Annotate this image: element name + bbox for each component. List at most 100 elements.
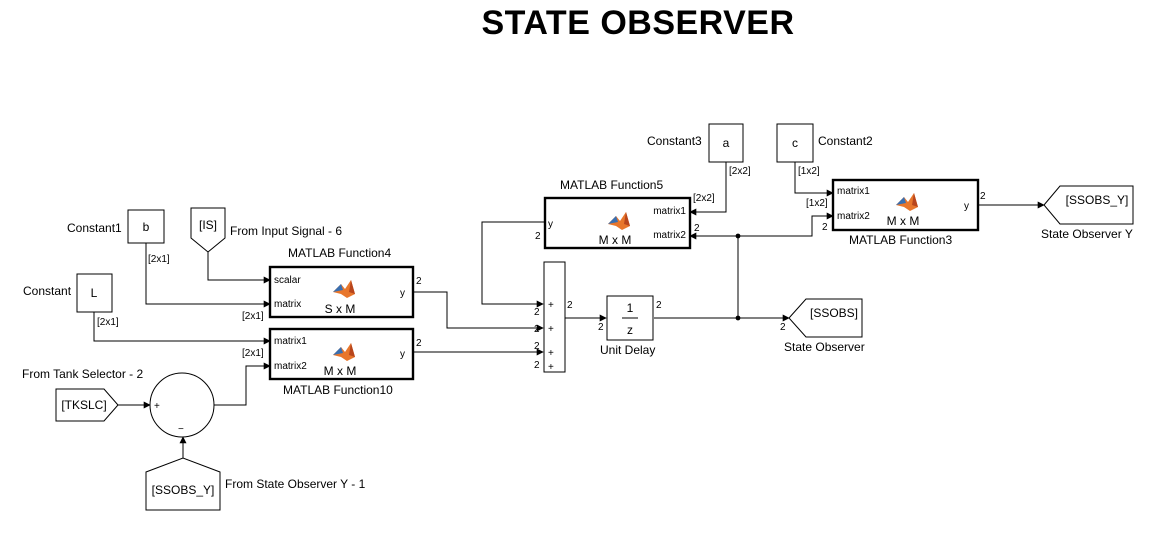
operation-label: S x M [325,302,356,316]
block-name: MATLAB Function4 [288,246,391,260]
wire-mf4-to-sum [413,291,544,332]
port-label: matrix [274,299,301,310]
signal-lines [93,162,1045,458]
constant3-block[interactable]: a Constant3 [647,123,744,163]
block-name: State Observer Y [1041,227,1133,241]
dim-label: 2 [694,223,700,234]
block-name: Constant3 [647,134,702,148]
tag-label: [IS] [199,218,217,232]
delay-numerator: 1 [627,301,634,315]
dim-label: 2 [416,276,422,287]
block-name: MATLAB Function5 [560,178,663,192]
block-name: Constant [23,284,72,298]
sum-top-block[interactable]: + + + + [543,261,566,373]
from-input-signal-block[interactable]: [IS] From Input Signal - 6 [190,207,342,253]
constant-block[interactable]: L Constant [23,273,113,313]
dim-label: 2 [598,322,604,333]
port-label: y [400,349,405,360]
sum-sign: + [548,362,554,373]
wire-mf5-to-sum [481,221,545,308]
wire-constant3-to-mf5 [689,162,727,216]
block-name: Constant1 [67,221,122,235]
constant-value: b [143,220,150,234]
tag-label: [SSOBS] [810,306,858,320]
port-label: y [548,219,553,230]
block-name: Constant2 [818,134,873,148]
operation-label: M x M [887,214,920,228]
constant-value: c [792,136,798,150]
sum-round-block[interactable]: + − [149,372,215,438]
sum-sign: + [548,348,554,359]
dim-label: [1x2] [798,166,820,177]
dim-label: 2 [656,300,662,311]
port-label: matrix1 [837,186,870,197]
port-label: scalar [274,275,301,286]
dim-label: 2 [780,322,786,333]
tag-label: [SSOBS_Y] [152,483,215,497]
port-label: matrix2 [653,230,686,241]
branch-point [735,233,741,239]
goto-state-observer-y-block[interactable]: [SSOBS_Y] State Observer Y [1041,185,1134,241]
from-tank-selector-block[interactable]: [TKSLC] From Tank Selector - 2 [22,367,143,422]
constant1-block[interactable]: b Constant1 [67,209,165,244]
port-label: matrix2 [274,361,307,372]
delay-denominator: z [627,323,633,337]
dim-label: [2x2] [729,166,751,177]
dim-label: 2 [534,324,540,335]
constant-value: a [723,136,730,150]
matlab-function10-block[interactable]: matrix1 matrix2 y M x M MATLAB Function1… [268,327,415,397]
wire-feedback-to-mf3 [738,212,834,237]
port-label: y [964,201,969,212]
wire-feedback-to-mf5 [689,232,739,318]
block-name: State Observer [784,340,865,354]
port-label: matrix2 [837,211,870,222]
tag-label: [SSOBS_Y] [1066,193,1129,207]
block-name: From Tank Selector - 2 [22,367,143,381]
sum-sign: + [548,324,554,335]
port-label: y [400,288,405,299]
signal-dimension-labels: [2x2] [2x2] [1x2] [1x2] 2 2 2 2 2 2 2 2 … [97,166,986,371]
port-label: matrix1 [274,336,307,347]
page-title: STATE OBSERVER [481,4,795,42]
tag-label: [TKSLC] [61,398,106,412]
dim-label: [2x1] [148,254,170,265]
dim-label: 2 [416,338,422,349]
sum-sign: + [548,300,554,311]
operation-label: M x M [324,364,357,378]
wire-constant1-to-mf4 [145,243,271,308]
matlab-function4-block[interactable]: MATLAB Function4 scalar matrix y S x M [268,246,415,319]
block-name: From State Observer Y - 1 [225,477,366,491]
dim-label: [2x1] [242,348,264,359]
wire-constant-to-mf10 [93,312,271,345]
dim-label: [2x1] [242,311,264,322]
dim-label: 2 [822,222,828,233]
matlab-function5-block[interactable]: MATLAB Function5 y matrix1 matrix2 M x M [543,178,692,250]
dim-label: 2 [980,191,986,202]
block-name: MATLAB Function10 [283,383,393,397]
dim-label: [2x1] [97,317,119,328]
block-name: Unit Delay [600,343,655,357]
dim-label: 2 [567,300,573,311]
matlab-function3-block[interactable]: matrix1 matrix2 y M x M MATLAB Function3 [831,178,980,247]
dim-label: 2 [534,360,540,371]
sum-sign: + [154,401,160,412]
wire-is-to-mf4 [207,252,271,284]
branch-point [735,315,741,321]
from-state-observer-y-block[interactable]: [SSOBS_Y] From State Observer Y - 1 [145,457,366,511]
block-name: MATLAB Function3 [849,233,952,247]
sum-sign: − [178,424,184,435]
unit-delay-block[interactable]: 1 z Unit Delay [600,295,655,357]
dim-label: 2 [535,231,541,242]
operation-label: M x M [599,233,632,247]
goto-state-observer-block[interactable]: [SSOBS] State Observer [784,298,865,354]
constant2-block[interactable]: c Constant2 [776,123,873,163]
wire-constant2-to-mf3 [794,162,834,197]
wire-sum-to-mf10 [214,362,271,406]
port-label: matrix1 [653,206,686,217]
dim-label: 2 [534,307,540,318]
block-name: From Input Signal - 6 [230,224,342,238]
constant-value: L [91,286,98,300]
dim-label: [2x2] [693,193,715,204]
dim-label: 2 [534,341,540,352]
